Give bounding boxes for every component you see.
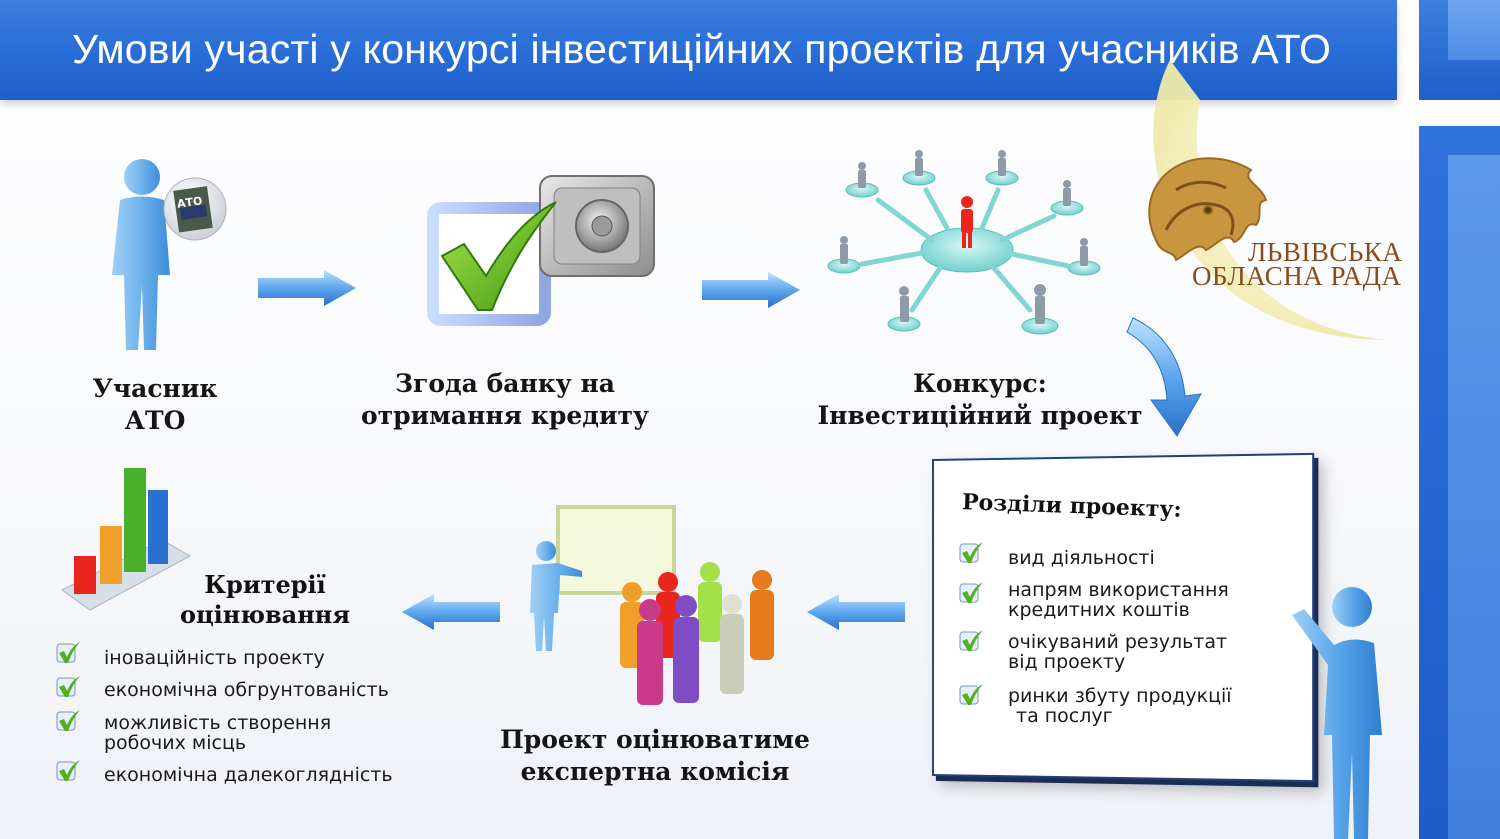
board-item-2: напрям використання кредитних коштів [1008,579,1229,621]
step-caption-bank: Згода банку на отримання кредиту [360,369,649,430]
board-item-1: вид діяльності [1008,547,1155,569]
page-title: Умови участі у конкурсі інвестиційних пр… [72,26,1332,72]
logo-text-line2: ОБЛАСНА РАДА [1192,261,1402,291]
checkmark-bullet-icon [959,630,983,651]
checkmark-bullet-icon [56,642,80,663]
criteria-title: Критерії оцінювання [179,570,351,629]
decor-side-bar-inner [1448,155,1500,839]
checkmark-bullet-icon [56,710,80,731]
criteria-item-4: економічна далекоглядність [104,764,393,786]
checkmark-bullet-icon [56,760,80,781]
commission-caption: Проект оцінюватиме експертна комісія [500,725,810,786]
green-checkmark-icon [440,201,557,311]
lion-logo-icon [1148,157,1268,262]
person-icon [112,159,170,350]
pointing-person-icon [1292,587,1382,839]
bar-chart-icon [61,468,192,611]
network-people-icon [827,150,1101,335]
decor-top-tab-inner [1448,0,1500,60]
presentation-board-icon [530,505,676,651]
curved-arrow-down-icon [1126,317,1202,437]
logo-text-line1: ЛЬВІВСЬКА [1248,237,1403,267]
ato-badge-icon [163,177,227,241]
crescent-moon-icon [1153,60,1390,340]
step-caption-participant: Учасник АТО [92,374,218,435]
board-item-4: ринки збуту продукції та послуг [1008,685,1232,727]
arrow-right-icon [258,270,356,306]
arrow-left-icon [402,594,500,630]
safe-icon [539,175,655,277]
arrow-left-icon [807,594,905,630]
checkmark-bullet-icon [959,542,983,563]
criteria-item-2: економічна обгрунтованість [104,679,389,701]
step-caption-contest: Конкурс: Інвестиційний проект [817,369,1143,430]
criteria-item-1: іноваційність проекту [104,647,325,669]
checkmark-bullet-icon [959,684,983,705]
arrow-right-icon [702,272,800,308]
checkmark-bullet-icon [959,582,983,603]
group-people-icon [620,562,774,705]
checkmark-bullet-icon [56,676,80,697]
criteria-item-3: можливість створення робочих місць [104,712,332,754]
board-item-3: очікуваний результат від проекту [1008,631,1228,673]
